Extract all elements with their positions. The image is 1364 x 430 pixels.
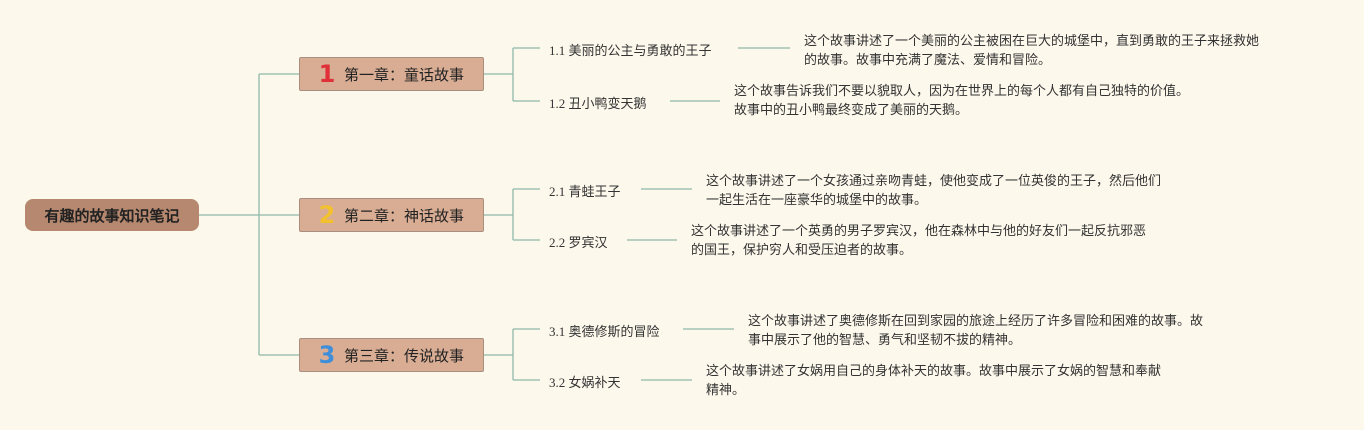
subtopic-number: 1.2	[549, 96, 566, 111]
description-line: 这个故事讲述了女娲用自己的身体补天的故事。故事中展示了女娲的智慧和奉献	[706, 364, 1162, 379]
description-2-1: 这个故事讲述了一个女孩通过亲吻青蛙，使他变成了一位英俊的王子，然后他们 一起生活…	[706, 172, 1226, 210]
chapter-1-number-icon: 1	[318, 60, 336, 88]
description-line: 故事中的丑小鸭最终变成了美丽的天鹅。	[734, 103, 969, 118]
chapter-node-2[interactable]: 2 第二章：神话故事	[299, 198, 484, 232]
subtopic-number: 1.1	[549, 43, 566, 58]
description-3-2: 这个故事讲述了女娲用自己的身体补天的故事。故事中展示了女娲的智慧和奉献 精神。	[706, 362, 1226, 400]
chapter-node-1[interactable]: 1 第一章：童话故事	[299, 57, 484, 91]
description-line: 这个故事讲述了奥德修斯在回到家园的旅途上经历了许多冒险和困难的故事。故	[748, 314, 1204, 329]
description-2-2: 这个故事讲述了一个英勇的男子罗宾汉，他在森林中与他的好友们一起反抗邪恶 的国王，…	[691, 222, 1211, 260]
chapter-2-number-icon: 2	[318, 201, 336, 229]
description-1-2: 这个故事告诉我们不要以貌取人，因为在世界上的每个人都有自己独特的价值。 故事中的…	[734, 82, 1254, 120]
description-line: 精神。	[706, 383, 746, 398]
description-line: 这个故事讲述了一个女孩通过亲吻青蛙，使他变成了一位英俊的王子，然后他们	[706, 174, 1162, 189]
chapter-1-label: 第一章：童话故事	[344, 65, 465, 84]
subtopic-title: 青蛙王子	[568, 185, 621, 200]
description-line: 的国王，保护穷人和受压迫者的故事。	[691, 243, 913, 258]
connector-ch1-subs	[484, 47, 540, 102]
description-line: 一起生活在一座豪华的城堡中的故事。	[706, 193, 928, 208]
subtopic-number: 3.1	[549, 324, 566, 339]
chapter-2-label: 第二章：神话故事	[344, 206, 465, 225]
subtopic-2-2[interactable]: 2.2 罗宾汉	[549, 232, 608, 251]
subtopic-title: 女娲补天	[568, 376, 621, 391]
subtopic-title: 罗宾汉	[568, 236, 608, 251]
connector-ch2-subs	[484, 188, 540, 241]
subtopic-number: 2.1	[549, 184, 566, 199]
chapter-node-3[interactable]: 3 第三章：传说故事	[299, 338, 484, 372]
subtopic-3-1[interactable]: 3.1 奥德修斯的冒险	[549, 321, 660, 340]
description-1-1: 这个故事讲述了一个美丽的公主被困在巨大的城堡中，直到勇敢的王子来拯救她 的故事。…	[804, 32, 1324, 70]
subtopic-2-1[interactable]: 2.1 青蛙王子	[549, 181, 621, 200]
description-line: 这个故事讲述了一个英勇的男子罗宾汉，他在森林中与他的好友们一起反抗邪恶	[691, 224, 1147, 239]
subtopic-title: 奥德修斯的冒险	[568, 325, 660, 340]
description-3-1: 这个故事讲述了奥德修斯在回到家园的旅途上经历了许多冒险和困难的故事。故 事中展示…	[748, 312, 1268, 350]
root-label: 有趣的故事知识笔记	[44, 206, 180, 225]
root-node[interactable]: 有趣的故事知识笔记	[25, 199, 199, 231]
connector-ch3-subs	[484, 328, 540, 381]
subtopic-title: 美丽的公主与勇敢的王子	[568, 44, 712, 59]
subtopic-number: 2.2	[549, 235, 566, 250]
subtopic-number: 3.2	[549, 375, 566, 390]
subtopic-1-2[interactable]: 1.2 丑小鸭变天鹅	[549, 93, 647, 112]
chapter-3-label: 第三章：传说故事	[344, 346, 465, 365]
description-line: 的故事。故事中充满了魔法、爱情和冒险。	[804, 53, 1052, 68]
description-line: 这个故事告诉我们不要以貌取人，因为在世界上的每个人都有自己独特的价值。	[734, 84, 1190, 99]
description-line: 事中展示了他的智慧、勇气和坚韧不拔的精神。	[748, 333, 1022, 348]
description-line: 这个故事讲述了一个美丽的公主被困在巨大的城堡中，直到勇敢的王子来拯救她	[804, 34, 1260, 49]
chapter-3-number-icon: 3	[318, 341, 336, 369]
subtopic-3-2[interactable]: 3.2 女娲补天	[549, 372, 621, 391]
subtopic-1-1[interactable]: 1.1 美丽的公主与勇敢的王子	[549, 40, 712, 59]
subtopic-title: 丑小鸭变天鹅	[568, 97, 647, 112]
